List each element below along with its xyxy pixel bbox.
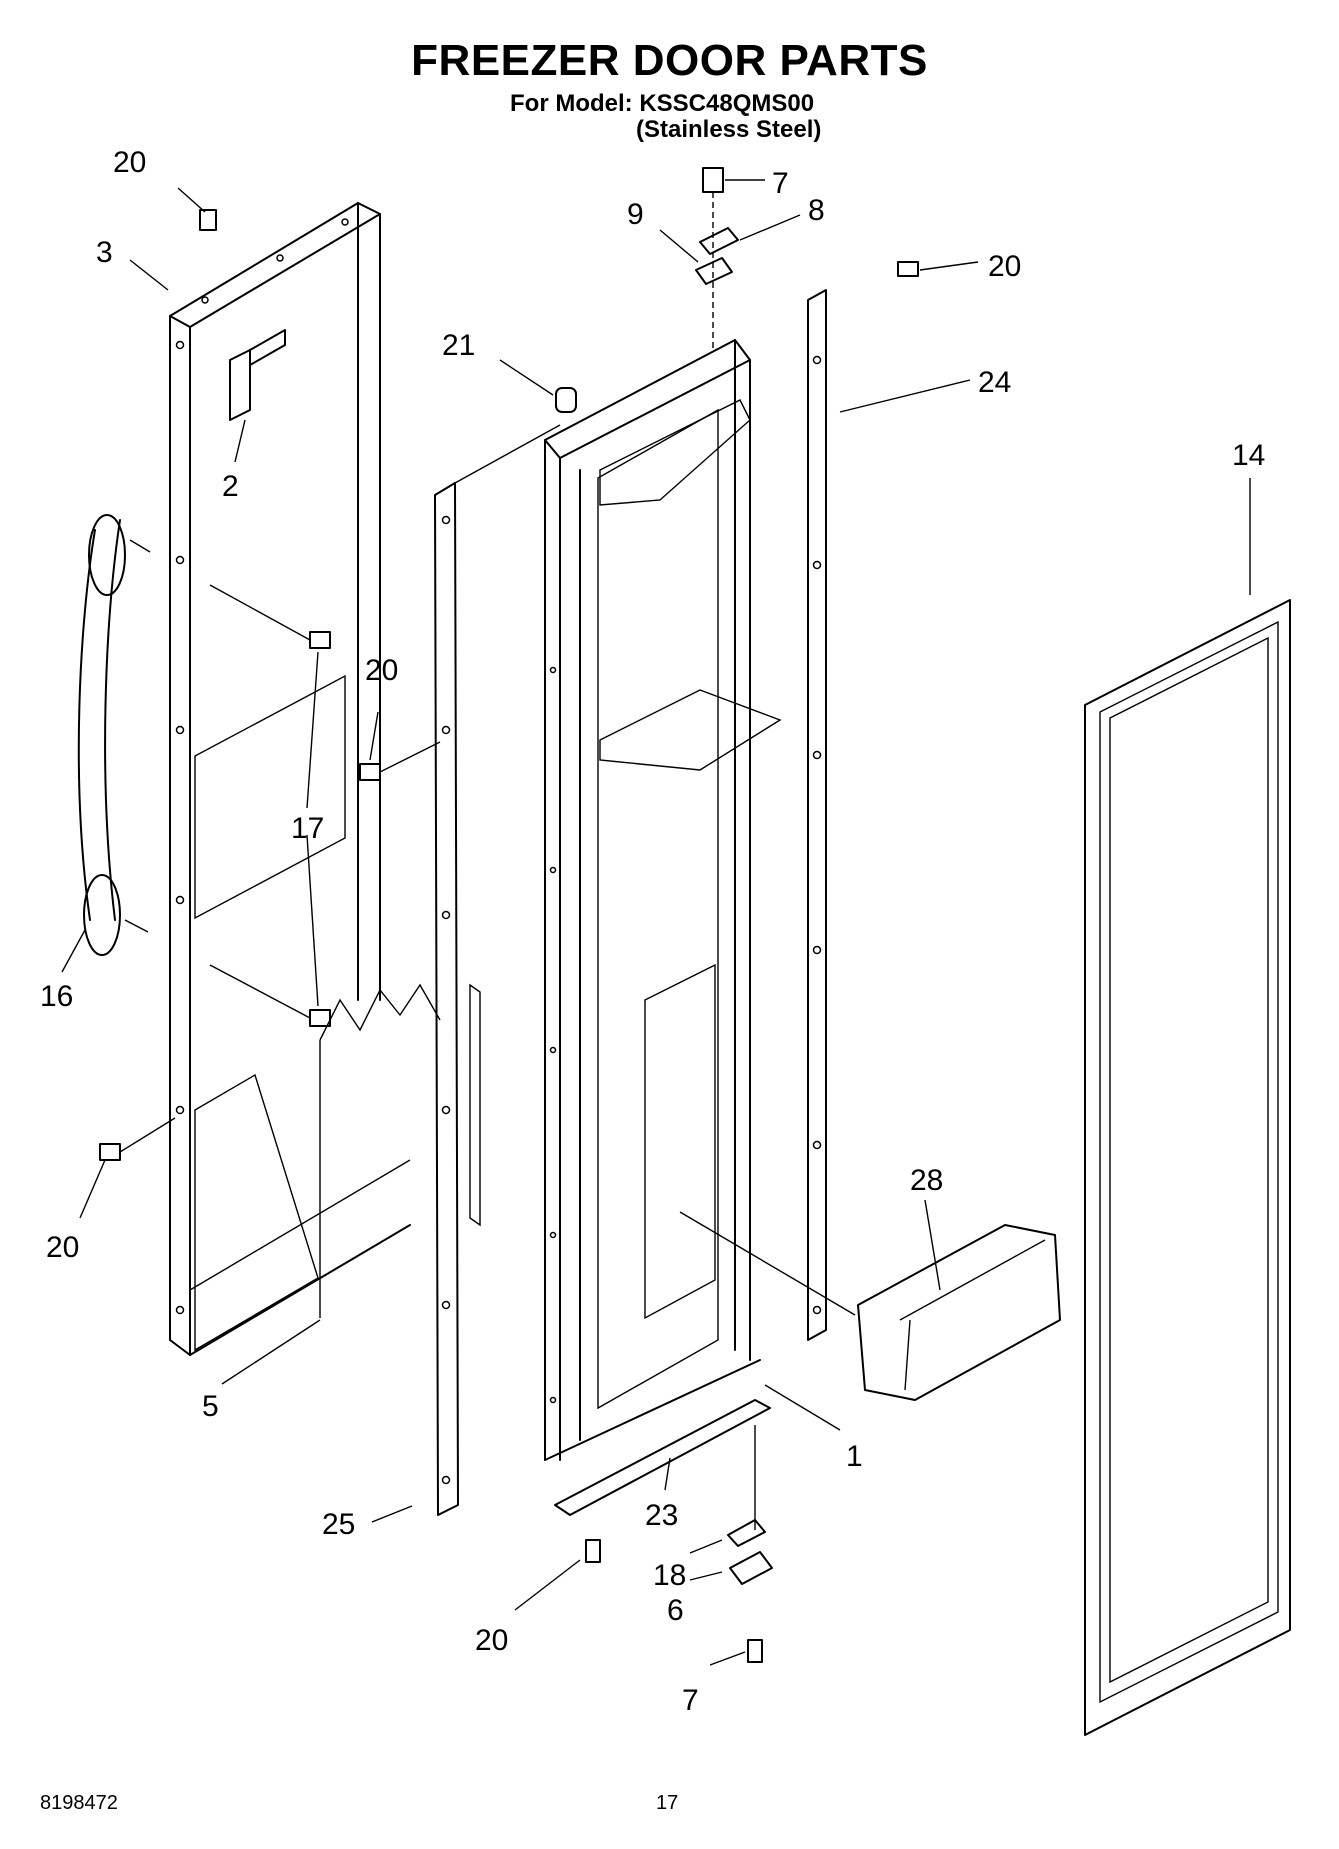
screw-20-mid: [359, 763, 381, 781]
callout-20-right: 20: [988, 250, 1021, 283]
callout-leaders: [61, 179, 1251, 1666]
door-bin: [857, 1224, 1061, 1401]
callout-7-top: 7: [772, 167, 789, 200]
outer-door-panel: [169, 202, 441, 1356]
bottom-hinge-6: [729, 1551, 773, 1585]
screw-17-upper: [209, 584, 331, 649]
callout-3: 3: [96, 236, 113, 269]
callout-20-left: 20: [46, 1231, 79, 1264]
door-handle: [77, 514, 151, 956]
callout-16: 16: [40, 980, 73, 1013]
hinge-bracket: [229, 329, 286, 421]
callout-2: 2: [222, 470, 239, 503]
callout-5: 5: [202, 1390, 219, 1423]
callout-18: 18: [653, 1559, 686, 1592]
screw-17-lower: [209, 964, 331, 1027]
callout-21: 21: [442, 329, 475, 362]
callout-6: 6: [667, 1594, 684, 1627]
callout-8: 8: [808, 194, 825, 227]
callout-9: 9: [627, 198, 644, 231]
screw-20-left: [99, 1143, 121, 1161]
screw-20-right: [897, 261, 919, 277]
callout-7-bottom: 7: [682, 1684, 699, 1717]
callout-17: 17: [291, 812, 324, 845]
hinge-shim-18: [727, 1519, 766, 1547]
screw-20-bottom: [585, 1539, 601, 1563]
page-title: FREEZER DOOR PARTS: [411, 36, 928, 85]
callout-23: 23: [645, 1499, 678, 1532]
screw-7-bottom: [747, 1639, 763, 1663]
callout-25: 25: [322, 1508, 355, 1541]
callout-24: 24: [978, 366, 1011, 399]
document-number: 8198472: [40, 1792, 118, 1814]
callout-20-bottom: 20: [475, 1624, 508, 1657]
page-number: 17: [656, 1792, 679, 1814]
callout-1: 1: [846, 1440, 863, 1473]
finish-line: (Stainless Steel): [636, 116, 822, 143]
callout-14: 14: [1232, 439, 1265, 472]
inner-door-liner: [544, 339, 856, 1461]
screw-20-top: [199, 209, 217, 231]
model-line: For Model: KSSC48QMS00: [510, 90, 815, 117]
callout-20-mid: 20: [365, 654, 398, 687]
bottom-trim: [554, 1399, 771, 1530]
door-gasket: [1084, 599, 1291, 1736]
right-trim-strip: [807, 289, 827, 1341]
left-trim-strip: [434, 424, 561, 1516]
plug-21: [555, 387, 577, 413]
callout-28: 28: [910, 1164, 943, 1197]
callout-20-top: 20: [113, 146, 146, 179]
top-hinge-assembly: [695, 167, 739, 350]
